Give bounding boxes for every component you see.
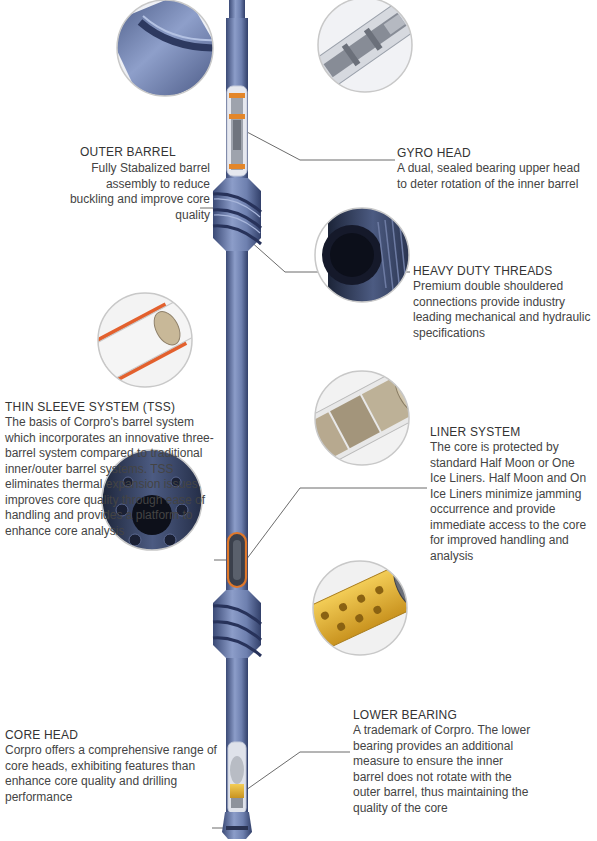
outer-barrel-detail-part [117, 0, 213, 96]
outer-barrel-detail-part-part [105, 0, 230, 110]
lower-bearing-detail-part-part-part-part [336, 621, 347, 632]
leader-line-part [246, 752, 350, 790]
callout-heading: CORE HEAD [5, 728, 78, 743]
leader-line-part [214, 560, 228, 561]
core-barrel-tool-part [213, 194, 261, 244]
threads-detail-part-part-part [392, 218, 400, 292]
lower-bearing-detail-part-part-part-part [372, 605, 383, 616]
core-barrel-tool-part-part [214, 215, 260, 233]
core-barrel-tool-part [227, 86, 247, 176]
lower-bearing-detail-part-part-part-part [356, 593, 367, 604]
core-barrel-tool-part [222, 812, 252, 839]
liner-detail [295, 363, 434, 470]
lower-bearing-detail-part-part-part [320, 585, 392, 636]
core-barrel-tool [213, 0, 261, 839]
liner-detail-part-part [295, 363, 434, 470]
lower-bearing-detail-part [313, 561, 407, 655]
thin-sleeve-detail-part-part-part [149, 307, 185, 349]
gyro-head-detail-part-part-part [302, 0, 428, 96]
core-barrel-tool-part [226, 18, 248, 818]
gyro-head-detail [302, 0, 428, 96]
gyro-head-detail-part-part-part [342, 43, 361, 66]
liner-detail-part [295, 363, 434, 470]
lower-bearing-detail-part [300, 558, 425, 658]
core-barrel-tool-part [230, 784, 244, 798]
callout-description: The core is protected by standard Half M… [430, 440, 593, 564]
lower-bearing-detail-part-part-part [300, 564, 419, 652]
outer-barrel-detail-part-part [143, 16, 217, 40]
core-barrel-tool-part [229, 114, 245, 119]
gyro-head-detail-part [318, 0, 412, 92]
callout-heading: LINER SYSTEM [430, 425, 520, 440]
core-barrel-tool-part [214, 199, 260, 233]
gyro-head-detail-part-part-part [364, 28, 383, 51]
core-barrel-tool-part [213, 178, 261, 251]
core-barrel-tool-part [229, 93, 245, 98]
thin-sleeve-detail [76, 290, 203, 392]
lower-bearing-detail [300, 558, 425, 658]
outer-barrel-detail-part [105, 0, 230, 110]
gyro-head-detail-part-part-part [324, 13, 407, 78]
liner-detail-part-part-part [295, 363, 434, 470]
core-barrel-tool-part-part [214, 199, 260, 217]
lower-bearing-detail-part-part-part-part [338, 602, 349, 613]
core-barrel-tool-part [226, 826, 248, 830]
thin-sleeve-detail-part-part [76, 294, 203, 392]
lower-bearing-detail-part-part-part [397, 572, 417, 600]
gyro-head-detail-part [302, 0, 428, 96]
callout-description: A dual, sealed bearing upper head to det… [397, 161, 589, 192]
callout-description: Premium double shouldered connections pr… [413, 279, 593, 341]
callout-description: Fully Stabalized barrel assembly to redu… [68, 161, 210, 223]
lower-bearing-detail-part-part-part-part [374, 585, 385, 596]
threads-detail-part [315, 208, 409, 302]
core-barrel-tool-part [213, 606, 261, 656]
outer-barrel-detail [105, 0, 230, 110]
callout-description: The basis of Corpro's barrel system whic… [5, 415, 227, 539]
threads-detail-part-part [330, 233, 374, 277]
core-barrel-tool-part [233, 120, 241, 150]
leader-line-part [247, 132, 395, 160]
callout-heading: OUTER BARREL [80, 145, 176, 160]
leader-line-part [246, 488, 427, 560]
threads-detail-part [315, 200, 418, 310]
callout-heading: HEAVY DUTY THREADS [413, 264, 552, 279]
callout-description: Corpro offers a comprehensive range of c… [5, 743, 223, 805]
thin-sleeve-detail-part [98, 293, 192, 387]
gyro-head-detail-part-part [302, 0, 428, 96]
threads-detail-part-part [322, 225, 382, 285]
core-barrel-tool-part [230, 756, 244, 784]
threads-detail [315, 200, 418, 310]
lower-bearing-detail-part-part-part-part [354, 613, 365, 624]
core-barrel-tool-part [228, 742, 246, 814]
thin-sleeve-detail-part-part-part [94, 297, 201, 379]
core-barrel-tool-part [233, 540, 241, 580]
liner-detail-part [315, 371, 409, 465]
core-barrel-tool-part [213, 590, 261, 658]
callout-heading: THIN SLEEVE SYSTEM (TSS) [5, 400, 175, 415]
threads-detail-part-part [378, 216, 407, 294]
callout-heading: GYRO HEAD [397, 146, 471, 161]
callout-description: A trademark of Corpro. The lower bearing… [353, 723, 533, 816]
core-barrel-tool-part [228, 533, 246, 587]
threads-detail-part-part-part [378, 222, 386, 288]
core-barrel-tool-part-part [213, 638, 261, 656]
callout-heading: LOWER BEARING [353, 708, 457, 723]
core-head-detail-part-part-part [129, 534, 141, 546]
gyro-head-detail-part-part [315, 0, 415, 95]
threads-detail-part-part [328, 200, 418, 310]
thin-sleeve-detail-part [76, 290, 203, 392]
threads-detail-part-part-part [385, 220, 393, 290]
core-barrel-tool-part [231, 98, 243, 170]
core-barrel-tool-part [231, 798, 243, 808]
core-barrel-tool-part [229, 164, 245, 169]
lower-bearing-detail-part-part-part-part [320, 610, 331, 621]
